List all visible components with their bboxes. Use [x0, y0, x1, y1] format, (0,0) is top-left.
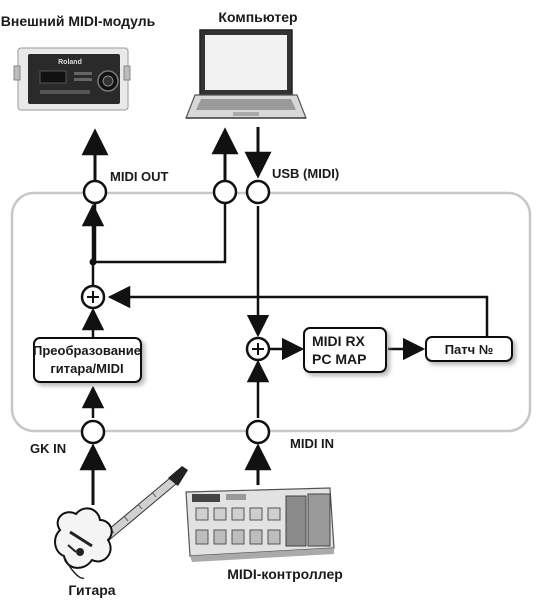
guitar-label: Гитара	[68, 582, 115, 598]
gk-in-label: GK IN	[30, 441, 66, 456]
midi-out-label: MIDI OUT	[110, 169, 169, 184]
external-module-label: Внешний MIDI-модуль	[1, 13, 156, 29]
conversion-line2: гитара/MIDI	[50, 361, 123, 376]
patch-label: Патч №	[445, 342, 494, 357]
midi-in-label: MIDI IN	[290, 436, 334, 451]
usb-port-in	[245, 179, 271, 205]
midi-out-port	[82, 179, 108, 205]
midi-rx-line1: MIDI RX	[312, 333, 366, 349]
guitar-icon	[54, 466, 188, 579]
usb-port-out	[212, 179, 238, 205]
computer-label: Компьютер	[218, 9, 297, 25]
unit-frame	[10, 191, 532, 433]
guitar-midi-conversion-box: Преобразование гитара/MIDI	[33, 337, 142, 383]
usb-midi-label: USB (MIDI)	[272, 166, 339, 181]
midi-rx-line2: PC MAP	[312, 351, 366, 367]
midi-rx-pc-map-box: MIDI RX PC MAP	[303, 327, 387, 373]
wire-patch-feedback	[107, 285, 489, 336]
midi-controller-label: MIDI-контроллер	[227, 566, 343, 582]
sum-node-lower	[245, 336, 271, 362]
midi-foot-controller-icon	[185, 487, 335, 562]
sum-node-upper	[80, 284, 106, 310]
gk-in-port	[80, 419, 106, 445]
module-brand-text: Roland	[58, 59, 82, 66]
laptop-icon	[185, 29, 307, 119]
external-midi-module-icon: Roland	[13, 47, 131, 111]
patch-number-box: Патч №	[425, 336, 513, 362]
conversion-line1: Преобразование	[33, 343, 141, 358]
midi-in-port	[245, 419, 271, 445]
wire-branch-usb	[93, 204, 227, 264]
